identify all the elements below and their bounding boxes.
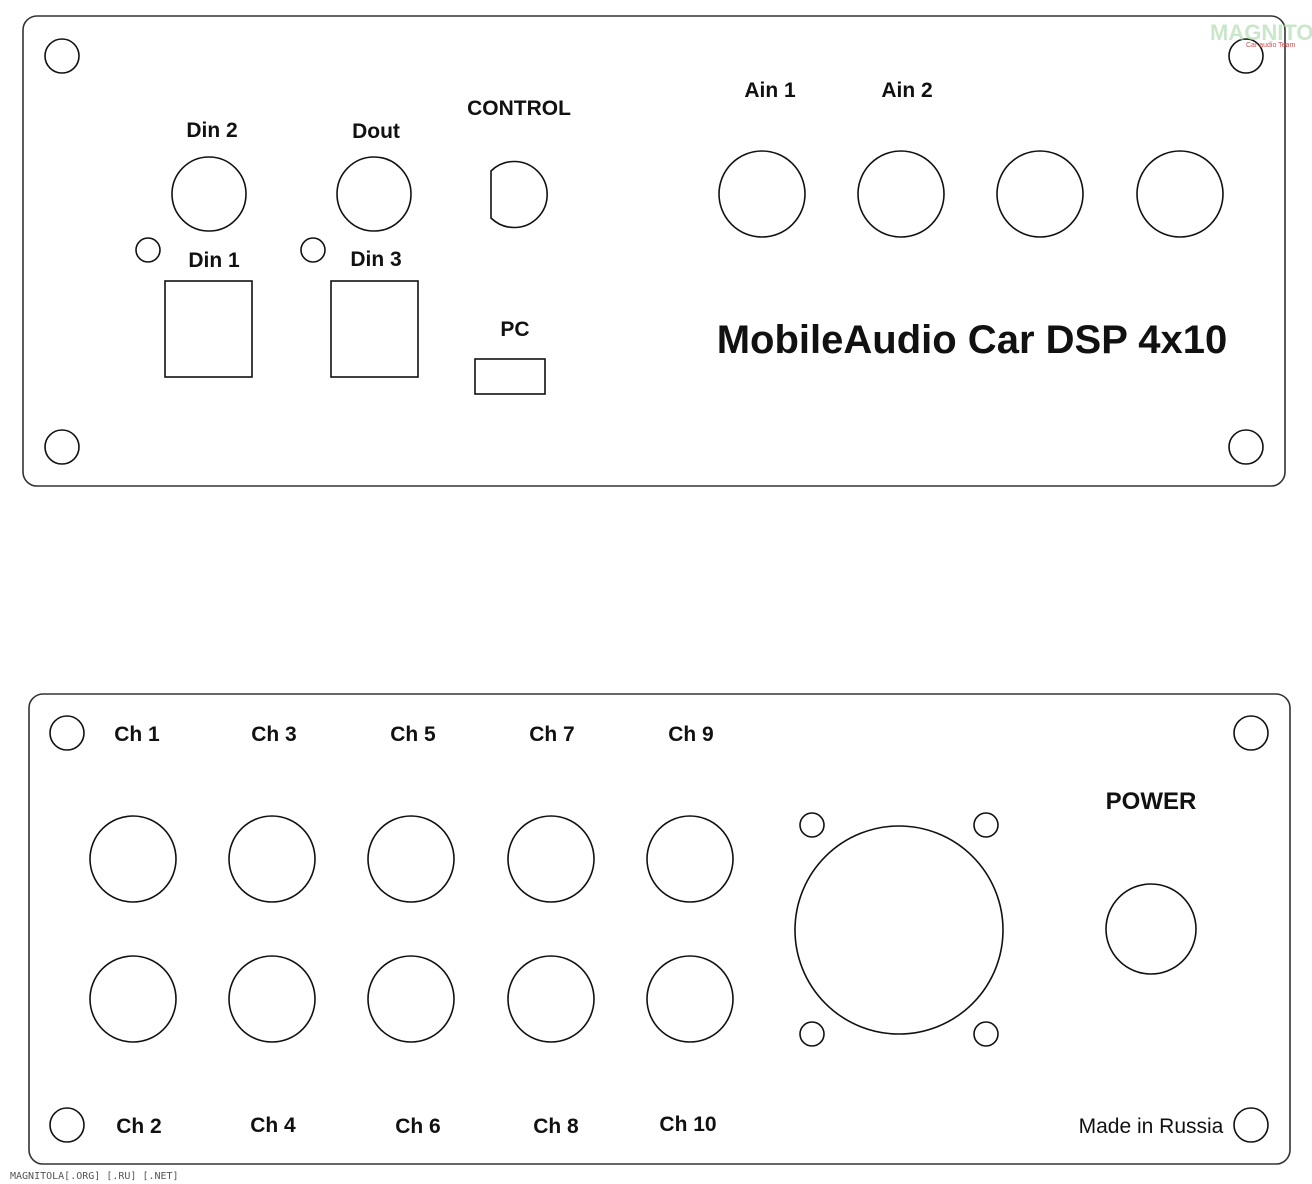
bottom-panel-screw-br (1233, 1107, 1269, 1143)
control-label: CONTROL (467, 97, 571, 120)
ch10-label: Ch 10 (659, 1113, 716, 1136)
ch3-connector (228, 815, 316, 903)
power-socket-screw-br (973, 1021, 999, 1047)
pc-usb-port (474, 358, 546, 395)
ain2-label: Ain 2 (881, 79, 932, 102)
ch10-connector (646, 955, 734, 1043)
ch6-connector (367, 955, 455, 1043)
bottom-panel-screw-tr (1233, 715, 1269, 751)
ch1-label: Ch 1 (114, 723, 160, 746)
bottom-panel-outline (28, 693, 1291, 1165)
din1-led-hole (135, 237, 161, 263)
pc-label: PC (500, 318, 529, 341)
power-button-hole (1105, 883, 1197, 975)
ch9-connector (646, 815, 734, 903)
ch2-label: Ch 2 (116, 1115, 162, 1138)
din3-connector (330, 280, 419, 378)
ch4-connector (228, 955, 316, 1043)
ch9-label: Ch 9 (668, 723, 714, 746)
din2-connector (171, 156, 247, 232)
ain1-label: Ain 1 (744, 79, 796, 102)
power-socket-screw-bl (799, 1021, 825, 1047)
power-socket-screw-tl (799, 812, 825, 838)
bottom-panel: Ch 1 Ch 3 Ch 5 Ch 7 Ch 9 Ch 2 Ch 4 Ch 6 … (28, 693, 1291, 1165)
ain3-connector (996, 150, 1084, 238)
dout-label: Dout (352, 120, 400, 143)
top-panel-screw-tl (44, 38, 80, 74)
watermark-brand: MAGNITOLA (1210, 20, 1312, 45)
ain2-connector (857, 150, 945, 238)
top-panel: Din 2 Dout CONTROL Din 1 Din 3 PC Ain 1 … (22, 15, 1286, 487)
control-connector (490, 160, 548, 229)
din1-connector (164, 280, 253, 378)
din3-led-hole (300, 237, 326, 263)
ch4-label: Ch 4 (250, 1114, 296, 1137)
ch6-label: Ch 6 (395, 1115, 441, 1138)
footer-watermark: MAGNITOLA[.ORG] [.RU] [.NET] (10, 1171, 179, 1182)
power-socket (794, 825, 1004, 1035)
din1-label: Din 1 (188, 249, 240, 272)
ain4-connector (1136, 150, 1224, 238)
top-panel-screw-bl (44, 429, 80, 465)
ain1-connector (718, 150, 806, 238)
ch8-connector (507, 955, 595, 1043)
ch5-connector (367, 815, 455, 903)
ch7-connector (507, 815, 595, 903)
ch7-label: Ch 7 (529, 723, 575, 746)
ch1-connector (89, 815, 177, 903)
watermark-logo: MAGNITOLA Car audio Team (1210, 20, 1312, 49)
dout-connector (336, 156, 412, 232)
ch3-label: Ch 3 (251, 723, 297, 746)
din3-label: Din 3 (350, 248, 401, 271)
made-in-label: Made in Russia (1079, 1115, 1224, 1138)
ch5-label: Ch 5 (390, 723, 436, 746)
din2-label: Din 2 (186, 119, 237, 142)
bottom-panel-screw-bl (49, 1107, 85, 1143)
bottom-panel-screw-tl (49, 715, 85, 751)
power-socket-screw-tr (973, 812, 999, 838)
top-panel-screw-tr (1228, 38, 1264, 74)
top-panel-screw-br (1228, 429, 1264, 465)
ch8-label: Ch 8 (533, 1115, 579, 1138)
watermark-sub: Car audio Team (1246, 42, 1295, 49)
power-socket-assembly (794, 812, 1004, 1047)
ch2-connector (89, 955, 177, 1043)
device-title: MobileAudio Car DSP 4x10 (717, 318, 1228, 362)
power-label: POWER (1106, 788, 1197, 815)
